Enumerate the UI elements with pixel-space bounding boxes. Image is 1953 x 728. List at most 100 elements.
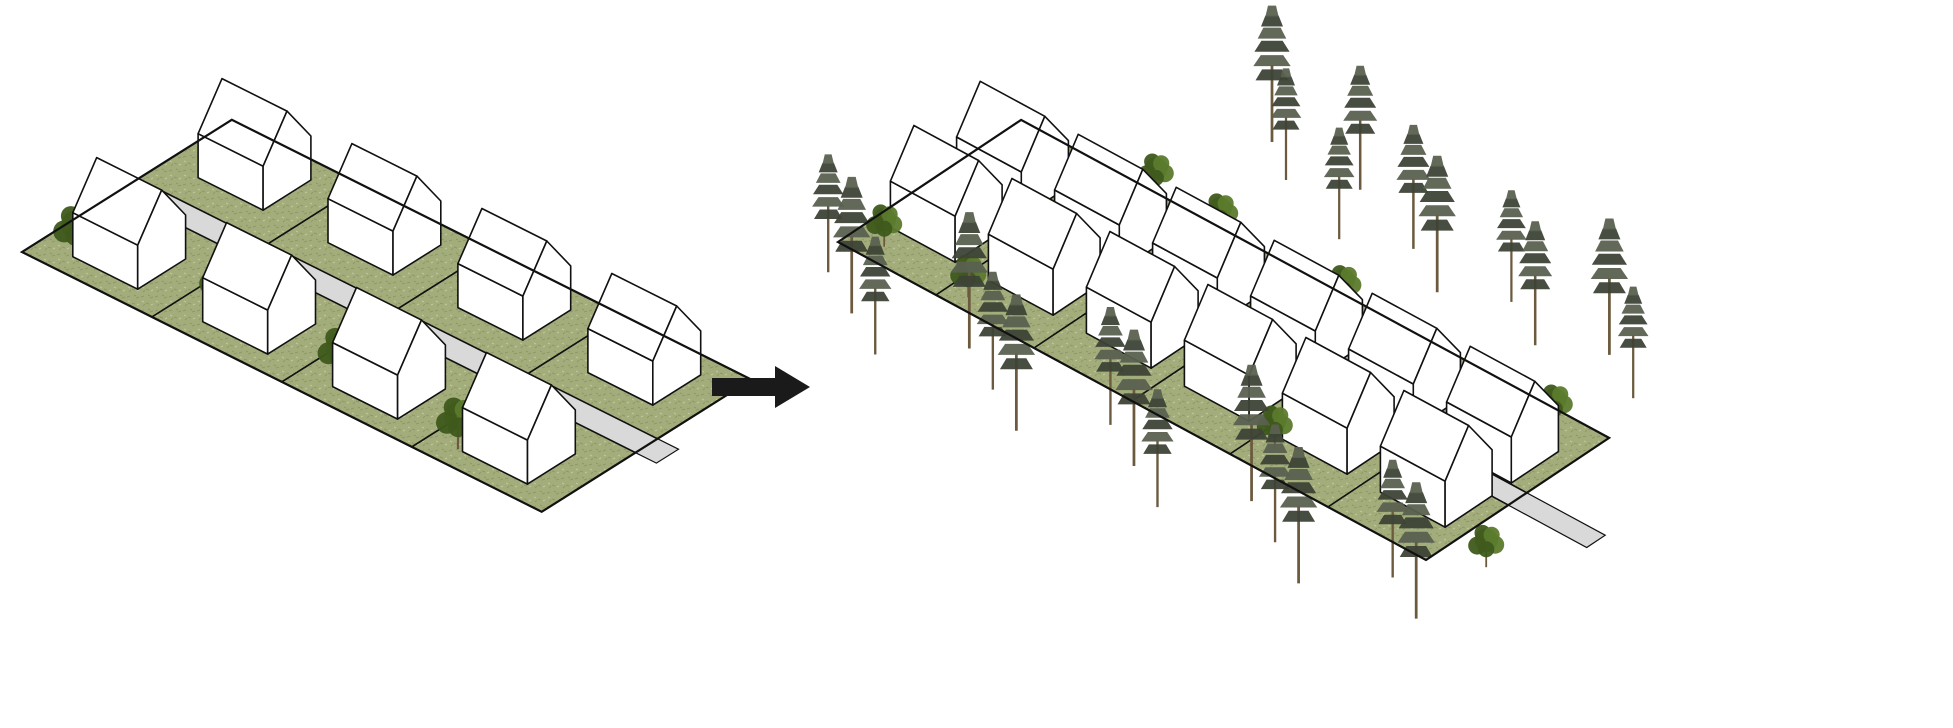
- tree-foliage: [1403, 133, 1424, 144]
- pine-tree: [1496, 190, 1527, 302]
- tree-foliage: [1280, 68, 1292, 78]
- tree-foliage: [1396, 169, 1431, 180]
- tree-foliage: [1617, 327, 1649, 337]
- house: [457, 207, 572, 341]
- house-gable: [522, 240, 572, 341]
- tree-foliage: [1325, 179, 1353, 189]
- tree-foliage: [1595, 240, 1624, 252]
- tree-foliage: [876, 220, 893, 237]
- house-gable: [266, 254, 317, 355]
- tree-foliage: [1232, 414, 1271, 426]
- tree-foliage: [837, 198, 866, 210]
- tree-foliage: [958, 222, 981, 233]
- tree-foliage: [1350, 74, 1371, 85]
- tree-foliage: [1151, 389, 1164, 399]
- arrow-right-icon: [712, 366, 810, 408]
- tree-foliage: [859, 279, 892, 289]
- tree-foliage: [1096, 362, 1125, 372]
- house-gable: [262, 110, 312, 211]
- tree-foliage: [860, 267, 891, 277]
- tree-foliage: [1397, 531, 1435, 543]
- tree-foliage: [1520, 279, 1551, 290]
- tree-foliage: [1430, 155, 1444, 167]
- tree-foliage: [1598, 228, 1621, 240]
- tree-foliage: [1269, 424, 1281, 434]
- pine-tree: [950, 212, 988, 349]
- house: [331, 286, 447, 420]
- tree-foliage: [1602, 218, 1616, 230]
- tree-foliage: [1284, 469, 1313, 480]
- tree-foliage: [1399, 546, 1433, 557]
- objects-layer: [812, 5, 1649, 619]
- tree-foliage: [1274, 86, 1298, 96]
- tree-foliage: [1618, 315, 1648, 325]
- tree-foliage: [1002, 316, 1031, 328]
- pine-tree: [859, 236, 892, 355]
- tree-foliage: [812, 197, 845, 207]
- tree-foliage: [835, 240, 869, 252]
- tree-foliage: [1271, 97, 1301, 107]
- tree-foliage: [1143, 444, 1172, 454]
- pine-tree: [1396, 124, 1431, 249]
- tree-foliage: [1529, 221, 1542, 232]
- tree-foliage: [822, 154, 834, 164]
- tree-foliage: [1237, 386, 1266, 398]
- tree-foliage: [813, 184, 844, 195]
- tree-foliage: [1148, 397, 1167, 408]
- tree-foliage: [1398, 517, 1434, 529]
- tree-foliage: [1279, 496, 1318, 508]
- tree-foliage: [1496, 230, 1527, 240]
- tree-foliage: [1245, 364, 1259, 376]
- tree-foliage: [1272, 407, 1289, 424]
- tree-foliage: [1591, 253, 1627, 265]
- tree-foliage: [1525, 230, 1546, 241]
- tree-foliage: [1333, 127, 1345, 137]
- tree-foliage: [1123, 339, 1145, 351]
- tree-foliage: [1100, 315, 1120, 326]
- outline-layer: [835, 118, 1612, 562]
- house-gable: [651, 305, 702, 406]
- tree-foliage: [1217, 195, 1234, 212]
- tree-foliage: [1344, 97, 1377, 108]
- tree-foliage: [1115, 379, 1153, 391]
- tree-foliage: [1261, 15, 1283, 27]
- house: [197, 77, 312, 211]
- pine-tree: [1279, 447, 1318, 584]
- tree-foliage: [1502, 198, 1521, 208]
- tree-foliage: [1254, 40, 1290, 52]
- tree-foliage: [987, 271, 999, 282]
- tree-foliage: [1270, 108, 1302, 118]
- tree-foliage: [1117, 393, 1151, 405]
- tree-foliage: [1592, 282, 1626, 294]
- tree-foliage: [869, 236, 881, 247]
- tree-foliage: [1327, 145, 1351, 155]
- tree-foliage: [1257, 27, 1287, 39]
- pine-tree: [1253, 5, 1291, 142]
- tree-foliage: [840, 186, 863, 198]
- tree-foliage: [1265, 433, 1285, 443]
- tree-foliage: [1009, 294, 1023, 306]
- pine-tree: [1094, 307, 1127, 425]
- tree-foliage: [1234, 400, 1270, 411]
- tree-foliage: [1253, 55, 1291, 67]
- tree-foliage: [1397, 156, 1430, 167]
- tree-foliage: [1522, 241, 1549, 252]
- tree-foliage: [865, 245, 885, 255]
- tree-foliage: [1287, 456, 1310, 468]
- tree-foliage: [1281, 482, 1317, 494]
- tree-foliage: [951, 247, 987, 259]
- house-gable: [1510, 380, 1560, 484]
- tree-foliage: [977, 302, 1008, 312]
- tree-foliage: [1400, 144, 1427, 155]
- tree-foliage: [1330, 135, 1349, 145]
- deciduous-tree: [1468, 524, 1505, 568]
- tree-foliage: [980, 290, 1006, 301]
- tree-foliage: [1519, 253, 1552, 264]
- objects-layer: [53, 77, 702, 485]
- tree-foliage: [1265, 5, 1279, 17]
- house-gable: [526, 384, 577, 485]
- tree-foliage: [1506, 190, 1517, 200]
- tree-foliage: [845, 176, 859, 188]
- pine-tree: [1232, 364, 1271, 502]
